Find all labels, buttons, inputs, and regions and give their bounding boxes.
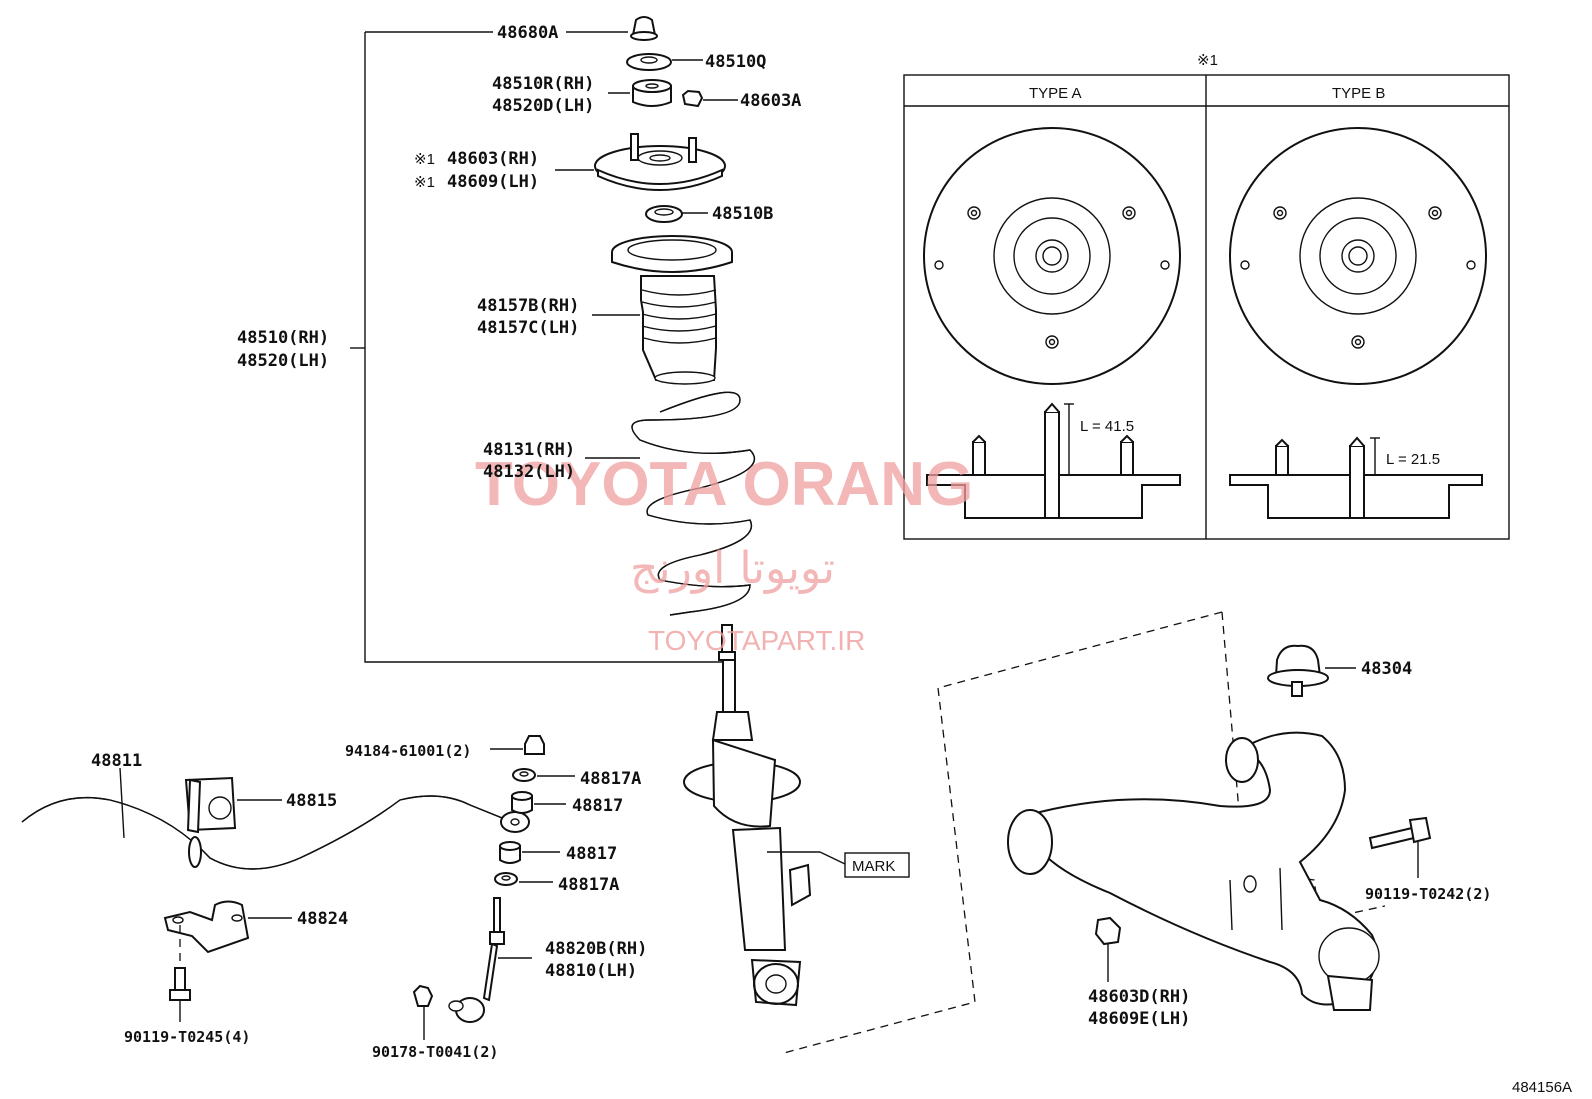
label-note-mark-2: ※1 (414, 174, 435, 191)
part-48131-spring (585, 391, 756, 616)
type-b-side-view (1229, 436, 1483, 519)
label-48811: 48811 (91, 751, 142, 771)
inset-ref-mark: ※1 (1197, 52, 1218, 69)
label-90178: 90178-T0041(2) (372, 1043, 498, 1061)
label-48817-top: 48817 (572, 796, 623, 816)
inset-types (903, 74, 1510, 540)
label-48609: 48609(LH) (447, 172, 539, 192)
part-48510B (645, 205, 708, 223)
label-48680A: 48680A (497, 23, 558, 43)
label-48817A-bottom: 48817A (558, 875, 619, 895)
part-upper-control-arm (1007, 731, 1380, 1011)
label-48510R: 48510R(RH) (492, 74, 594, 94)
assembly-bracket (364, 32, 727, 663)
label-48603: 48603(RH) (447, 149, 539, 169)
label-48131: 48131(RH) (483, 440, 575, 460)
label-48304: 48304 (1361, 659, 1412, 679)
part-48817-bottom (499, 841, 560, 864)
label-48520: 48520(LH) (237, 351, 329, 371)
inset-length-b: L = 21.5 (1386, 451, 1440, 468)
watermark-arabic: تويوتا اورنج (630, 543, 835, 594)
diagram-id: 484156A (1512, 1079, 1572, 1096)
watermark-url: TOYOTAPART.IR (648, 625, 865, 656)
label-48157B: 48157B(RH) (477, 296, 579, 316)
type-a-top-view (923, 127, 1181, 385)
label-48820B: 48820B(RH) (545, 939, 647, 959)
label-48609E: 48609E(LH) (1088, 1009, 1190, 1029)
part-48824-bracket (163, 900, 292, 968)
part-48157B-boot (592, 235, 733, 385)
label-48510Q: 48510Q (705, 52, 766, 72)
part-48510R (608, 79, 672, 107)
part-48815-bushing (184, 776, 282, 834)
part-48811-stabilizer (21, 767, 530, 870)
part-shock-absorber (683, 624, 910, 1007)
type-a-side-view (926, 402, 1181, 519)
part-48820B-link (448, 897, 532, 1023)
label-48817A-top: 48817A (580, 769, 641, 789)
label-48817-bottom: 48817 (566, 844, 617, 864)
part-48603A (681, 89, 738, 108)
inset-type-b: TYPE B (1332, 85, 1385, 102)
label-94184: 94184-61001(2) (345, 742, 471, 760)
part-94184-nut (490, 735, 545, 755)
label-90119-T0245: 90119-T0245(4) (124, 1028, 250, 1046)
label-48157C: 48157C(LH) (477, 318, 579, 338)
inset-type-a: TYPE A (1029, 85, 1082, 102)
inset-length-a: L = 41.5 (1080, 418, 1134, 435)
label-48815: 48815 (286, 791, 337, 811)
label-48132: 48132(LH) (483, 462, 575, 482)
part-48817-top (511, 791, 566, 814)
watermark-brand: TOYOTA ORANG (475, 450, 973, 519)
label-48810: 48810(LH) (545, 961, 637, 981)
label-mark: MARK (852, 858, 895, 875)
part-90119-T0245-bolt (169, 967, 191, 1022)
part-48603-mount (555, 133, 726, 191)
label-48510B: 48510B (712, 204, 773, 224)
label-48603D: 48603D(RH) (1088, 987, 1190, 1007)
part-48817A-top (512, 768, 575, 782)
type-b-top-view (1229, 127, 1487, 385)
part-48304-bumper (1267, 644, 1356, 697)
label-48603A: 48603A (740, 91, 801, 111)
part-48817A-bottom (494, 872, 553, 886)
upper-arm-group (779, 611, 1432, 1055)
part-48603D-nut (1094, 916, 1122, 982)
part-48680A (566, 16, 658, 41)
label-90119-T0242: 90119-T0242(2) (1365, 885, 1491, 903)
part-90178-nut (412, 984, 434, 1040)
part-90119-T0242-bolt (1368, 816, 1432, 878)
label-48824: 48824 (297, 909, 348, 929)
label-note-mark-1: ※1 (414, 151, 435, 168)
label-48510: 48510(RH) (237, 328, 329, 348)
part-48510Q (626, 53, 703, 71)
label-48520D: 48520D(LH) (492, 96, 594, 116)
